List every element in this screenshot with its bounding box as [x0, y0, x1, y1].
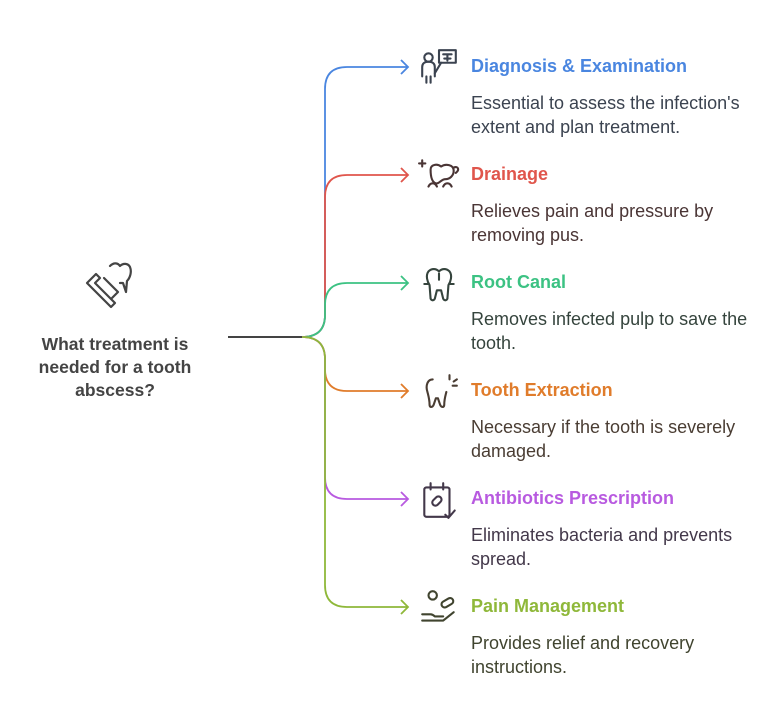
- branch-line: [301, 66, 408, 338]
- branch-description: Eliminates bacteria and prevents spread.: [471, 525, 733, 569]
- branch-line: [301, 282, 408, 338]
- arrow-head-icon: [400, 599, 410, 615]
- tooth-root-icon: [423, 267, 455, 302]
- tooth-extraction-icon: [425, 374, 458, 408]
- tooth-drainage-icon: [418, 159, 460, 188]
- branch-title: Pain Management: [471, 596, 625, 616]
- branch-line: [301, 336, 408, 608]
- arrow-head-icon: [400, 275, 410, 291]
- branch-title: Antibiotics Prescription: [471, 488, 675, 508]
- branch-description: Provides relief and recovery instruction…: [471, 633, 695, 677]
- branch-title: Drainage: [471, 164, 549, 184]
- branch-line: [301, 336, 408, 392]
- doctor-xray-icon: [421, 49, 457, 84]
- branch-title: Diagnosis & Examination: [471, 56, 688, 76]
- branch-description: Necessary if the tooth is severely damag…: [471, 417, 736, 461]
- pill-hand-icon: [421, 590, 455, 622]
- branch-title: Root Canal: [471, 272, 567, 292]
- arrow-head-icon: [400, 167, 410, 183]
- branch-description: Essential to assess the infection's exte…: [471, 93, 740, 137]
- arrow-head-icon: [400, 383, 410, 399]
- branch-line: [301, 336, 408, 500]
- branch-line: [301, 174, 408, 338]
- branch-title: Tooth Extraction: [471, 380, 613, 400]
- toothbrush-tooth-icon: [85, 262, 132, 309]
- arrow-head-icon: [400, 491, 410, 507]
- branch-description: Relieves pain and pressure by removing p…: [471, 201, 714, 245]
- arrow-head-icon: [400, 59, 410, 75]
- branch-description: Removes infected pulp to save the tooth.: [471, 309, 748, 353]
- central-question: What treatment is needed for a tooth abs…: [38, 334, 192, 400]
- prescription-icon: [423, 482, 456, 519]
